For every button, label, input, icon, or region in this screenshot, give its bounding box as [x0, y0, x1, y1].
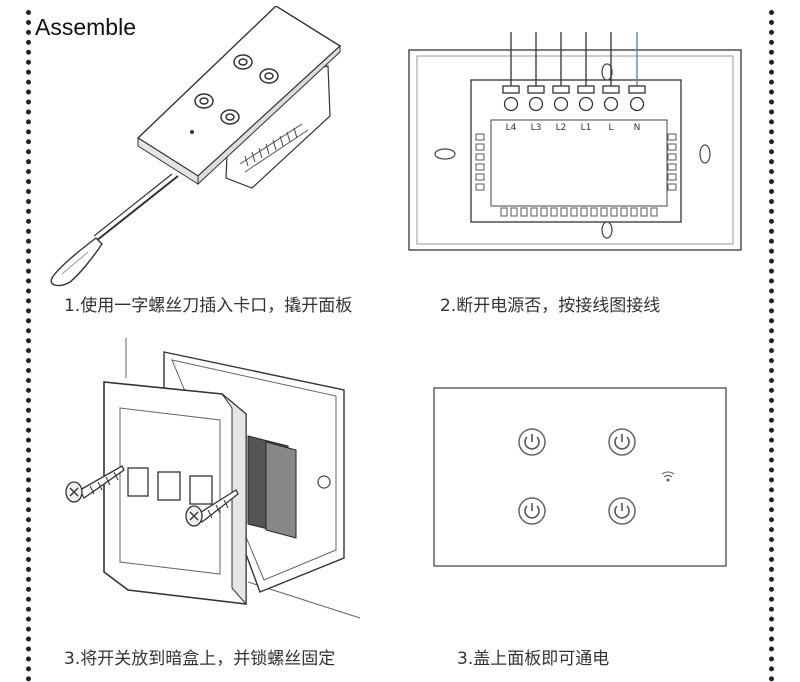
- step-4-illustration: [432, 386, 730, 570]
- page-title: Assemble: [33, 14, 138, 41]
- step-4-caption: 3.盖上面板即可通电: [457, 649, 610, 669]
- terminal-label: L1: [581, 123, 592, 133]
- step-2-caption: 2.断开电源否，按接线图接线: [440, 296, 661, 316]
- terminal-label: L4: [506, 123, 517, 133]
- wall-box-mounting-diagram: [65, 338, 361, 619]
- step-3-illustration: [60, 338, 370, 620]
- terminal-label: L3: [531, 123, 542, 133]
- step-1-illustration: [40, 6, 370, 288]
- step-3-caption: 3.将开关放到暗盒上，并锁螺丝固定: [64, 649, 336, 669]
- power-button-icon: [608, 428, 636, 456]
- power-button-icon: [518, 428, 546, 456]
- power-button-icon: [608, 497, 636, 525]
- terminal-label: L: [608, 123, 613, 133]
- finished-switch-panel: [433, 387, 727, 567]
- dotted-border-left: [26, 10, 31, 682]
- terminal-label: L2: [556, 123, 567, 133]
- step-1-caption: 1.使用一字螺丝刀插入卡口，撬开面板: [64, 296, 353, 316]
- terminal-label: N: [634, 123, 641, 133]
- dotted-border-right: [769, 10, 774, 682]
- wiring-diagram: L4 L3 L2 L1 L N: [408, 32, 742, 251]
- step-2-illustration: L4 L3 L2 L1 L N: [405, 32, 745, 254]
- wifi-icon: [661, 471, 675, 482]
- power-button-icon: [518, 497, 546, 525]
- screwdriver-panel-diagram: [50, 6, 342, 287]
